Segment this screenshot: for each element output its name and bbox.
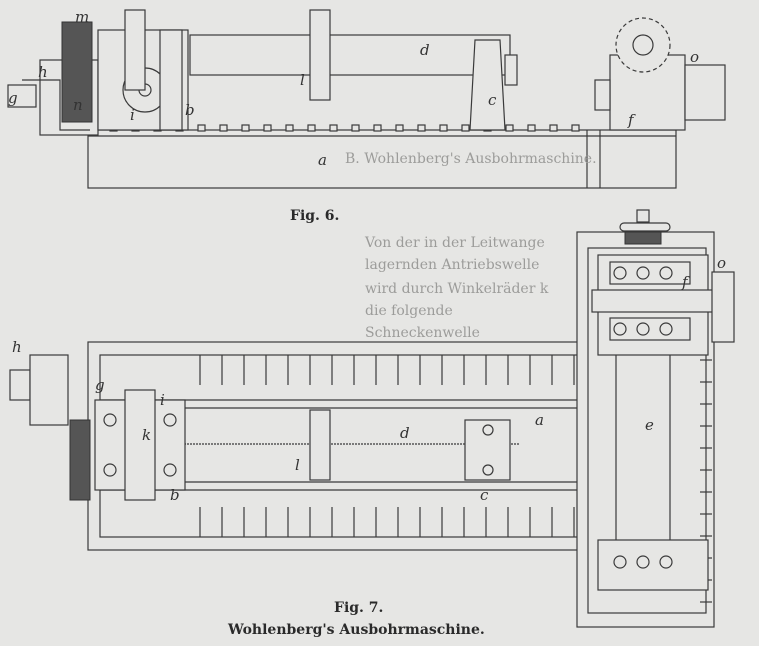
bolt-mark [373,124,382,132]
label-l: l [300,71,305,89]
figure-title: Wohlenberg's Ausbohrmaschine. [228,622,485,638]
label-b: b [185,101,195,119]
bolt-mark [439,124,448,132]
label-h: h [12,338,22,356]
bolt-mark [285,124,294,132]
label-n: n [73,96,83,114]
bolt-mark [549,124,558,132]
bleed-through-line: Von der in der Leitwange lagernden Antri… [365,235,545,273]
label-i: i [130,106,135,124]
label-d: d [400,424,410,442]
fig7-drawing: h g i k b l d c a e f o [9,209,735,628]
bleed-through-heading: B. Wohlenberg's Ausbohrmaschine. [345,151,597,167]
label-d: d [420,41,430,59]
label-c: c [488,91,497,109]
label-o: o [690,48,699,66]
label-m: m [75,8,89,26]
label-k: k [142,426,151,444]
bolt-mark [505,124,514,132]
label-l: l [295,456,300,474]
bolt-mark [395,124,404,132]
label-o: o [717,254,726,272]
fig6-caption: Fig. 6. [290,208,340,224]
bolt-mark [571,124,580,132]
label-a: a [535,411,544,429]
bolt-mark [461,124,470,132]
label-e: e [645,416,654,434]
bolt-mark [527,124,536,132]
label-b: b [170,486,180,504]
bolt-mark [219,124,228,132]
bolt-mark [307,124,316,132]
bolt-mark [197,124,206,132]
label-g: g [8,89,18,107]
bolt-mark [417,124,426,132]
bolt-mark [263,124,272,132]
bolt-mark [241,124,250,132]
fig6-drawing: m h g n i b l d c a f o [7,8,726,189]
fig7-caption: Fig. 7. [334,600,384,616]
label-c: c [480,486,489,504]
bolt-mark [329,124,338,132]
label-i: i [160,391,165,409]
label-f: f [681,273,690,291]
label-a: a [318,151,327,169]
bleed-through-line: wird durch Winkelräder k die folgende Sc… [365,281,549,341]
label-f: f [627,111,636,129]
bolt-mark [351,124,360,132]
label-g: g [95,376,105,394]
label-h: h [38,63,48,81]
